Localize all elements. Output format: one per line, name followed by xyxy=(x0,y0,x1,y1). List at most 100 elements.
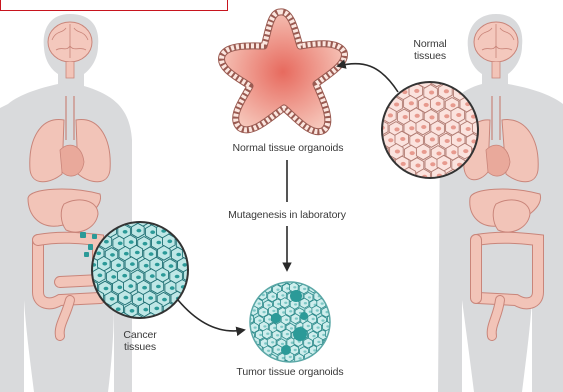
tumor-nucleus xyxy=(259,334,262,336)
normal-nucleus xyxy=(415,139,420,143)
tumor-nucleus xyxy=(254,326,257,328)
normal-nucleus xyxy=(403,115,408,119)
tumor-nucleus xyxy=(271,341,274,343)
cancer-nucleus xyxy=(176,253,181,257)
normal-cell xyxy=(438,61,452,77)
tumor-nucleus xyxy=(271,278,274,280)
tumor-nucleus xyxy=(281,294,284,296)
tumor-nucleus xyxy=(276,271,279,273)
tumor-nucleus xyxy=(245,342,248,344)
tumor-nucleus xyxy=(313,349,316,351)
tumor-nucleus xyxy=(304,302,307,304)
normal-nucleus xyxy=(401,162,406,166)
tumor-cell xyxy=(313,277,322,287)
cancer-nucleus xyxy=(148,296,153,300)
tumor-nucleus xyxy=(290,327,293,329)
tumor-nucleus xyxy=(334,278,337,280)
normal-nucleus xyxy=(380,176,385,180)
cancer-cell xyxy=(131,314,144,329)
normal-nucleus xyxy=(401,187,406,191)
cancer-nucleus xyxy=(161,273,166,277)
normal-nucleus xyxy=(410,151,415,155)
normal-cell xyxy=(360,168,374,184)
tumor-cell xyxy=(326,283,335,293)
cancer-cell xyxy=(169,201,182,216)
normal-nucleus xyxy=(431,187,436,191)
normal-nucleus xyxy=(442,161,447,165)
tumor-nucleus xyxy=(334,341,337,343)
normal-nucleus xyxy=(429,115,434,119)
normal-cell xyxy=(425,181,439,197)
tumor-nucleus xyxy=(277,348,280,350)
cancer-nucleus xyxy=(137,297,142,301)
tumor-nucleus xyxy=(249,272,252,274)
cancer-nucleus xyxy=(141,217,146,221)
cancer-nucleus xyxy=(104,287,109,291)
normal-nucleus xyxy=(373,90,378,94)
tumor-cell xyxy=(242,307,251,317)
cancer-nucleus xyxy=(163,320,168,324)
cancer-nucleus xyxy=(129,240,134,244)
cancer-nucleus xyxy=(111,275,116,279)
cancer-nucleus xyxy=(143,308,148,312)
cancer-nucleus xyxy=(143,242,148,246)
cancer-cell xyxy=(189,213,202,228)
tumor-nucleus xyxy=(269,273,272,275)
cancer-cell xyxy=(190,235,203,250)
cancer-nucleus xyxy=(167,240,172,244)
cancer-nucleus xyxy=(156,285,161,289)
normal-nucleus xyxy=(436,102,441,106)
star-organoid-icon xyxy=(221,12,344,132)
normal-nucleus xyxy=(417,67,422,71)
cancer-nucleus xyxy=(128,284,133,288)
tumor-nucleus xyxy=(255,358,258,360)
cancer-cell xyxy=(189,256,202,271)
cancer-nucleus xyxy=(142,286,147,290)
tumor-cell xyxy=(316,344,325,354)
normal-nucleus xyxy=(402,65,407,69)
normal-nucleus xyxy=(414,89,419,93)
tumor-cell xyxy=(321,353,330,363)
tumor-nucleus xyxy=(267,304,270,306)
normal-cell xyxy=(362,96,376,112)
normal-nucleus xyxy=(395,150,400,154)
normal-cell xyxy=(362,121,376,137)
tumor-nucleus xyxy=(330,350,333,352)
tumor-nucleus xyxy=(282,311,285,313)
normal-nucleus xyxy=(368,127,373,131)
normal-nucleus xyxy=(388,138,393,142)
tumor-nucleus xyxy=(302,271,305,273)
cancer-nucleus xyxy=(130,262,135,266)
normal-nucleus xyxy=(451,150,456,154)
tumor-cell xyxy=(318,267,327,277)
normal-nucleus xyxy=(430,162,435,166)
normal-nucleus xyxy=(388,113,393,117)
normal-nucleus xyxy=(394,103,399,107)
tumor-nucleus xyxy=(246,311,249,313)
cancer-nucleus xyxy=(175,275,180,279)
normal-nucleus xyxy=(429,66,434,70)
cancer-nucleus xyxy=(149,208,154,212)
tumor-nucleus xyxy=(325,357,328,359)
tumor-nucleus xyxy=(255,295,258,297)
cancer-nucleus xyxy=(137,229,142,233)
normal-nucleus xyxy=(409,126,414,130)
cancer-nucleus xyxy=(116,307,121,311)
human-body-normal-icon xyxy=(438,14,563,392)
tumor-nucleus xyxy=(289,310,292,312)
tumor-nucleus xyxy=(242,319,245,321)
normal-nucleus xyxy=(373,139,378,143)
normal-nucleus xyxy=(466,127,471,131)
cancer-nucleus xyxy=(154,307,159,311)
tumor-nucleus xyxy=(245,356,248,358)
cancer-cell xyxy=(130,201,143,216)
tumor-nucleus xyxy=(253,309,256,311)
normal-nucleus xyxy=(367,77,372,81)
tumor-nucleus xyxy=(332,273,335,275)
tumor-nucleus xyxy=(262,357,265,359)
cancer-cell xyxy=(184,224,197,239)
tumor-cell xyxy=(298,267,307,277)
tumor-nucleus xyxy=(281,343,284,345)
normal-cell xyxy=(383,157,397,173)
